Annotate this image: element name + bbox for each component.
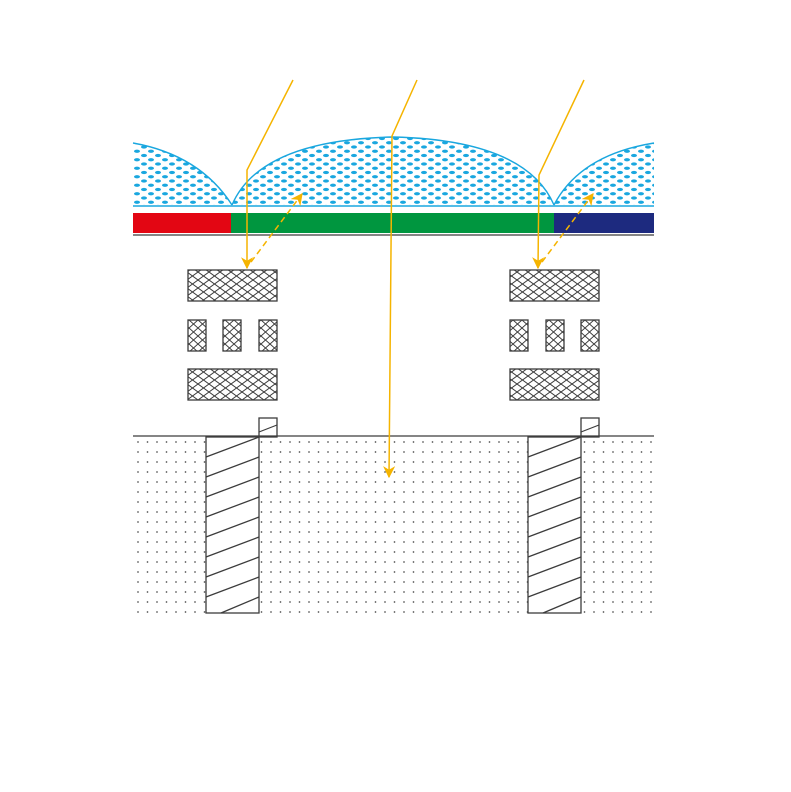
- microlens-left-outline: [132, 142, 233, 206]
- trench-hatching-right: [527, 436, 582, 614]
- color-filter-array: [133, 213, 654, 236]
- wiring-block-right-top: [509, 269, 600, 302]
- contact-tab-right: [580, 417, 600, 438]
- microlens-right-fill: [554, 143, 654, 205]
- wiring-layer: [187, 269, 600, 401]
- wiring-via-right-1: [509, 319, 529, 352]
- left-incident-ray: [241, 79, 294, 270]
- wiring-via-left-2: [222, 319, 242, 352]
- wiring-via-left-3: [258, 319, 278, 352]
- right-incident-ray: [532, 79, 585, 270]
- wiring-block-left-bottom: [187, 368, 278, 401]
- red-filter: [133, 213, 231, 233]
- center-incident-ray: [383, 79, 418, 479]
- wiring-via-left-1: [187, 319, 207, 352]
- wiring-block-left-top: [187, 269, 278, 302]
- trench-hatching-left: [205, 436, 260, 614]
- left-reflected-ray: [250, 193, 303, 263]
- photodiode-substrate: [133, 417, 654, 614]
- wiring-block-right-bottom: [509, 368, 600, 401]
- light-rays: [241, 79, 594, 479]
- microlens-center-outline: [231, 136, 555, 206]
- microlens-center-fill: [232, 137, 554, 205]
- microlens-right-outline: [553, 142, 655, 206]
- contact-tab-left: [258, 417, 278, 438]
- green-filter: [231, 213, 554, 233]
- wiring-via-right-3: [580, 319, 600, 352]
- wiring-via-right-2: [545, 319, 565, 352]
- microlens-array: [132, 136, 655, 207]
- blue-filter: [554, 213, 654, 233]
- right-reflected-ray: [541, 193, 594, 263]
